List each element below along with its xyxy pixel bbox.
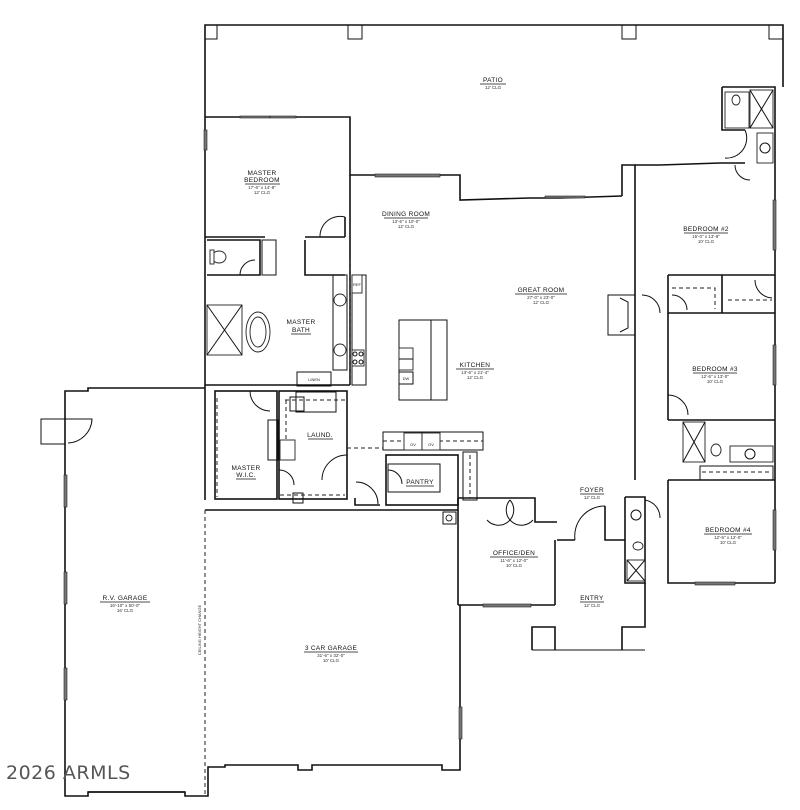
office-den-label: OFFICE/DEN [493, 550, 535, 557]
kitchen-size: 13'-6" x 21'-4" [461, 370, 489, 375]
master-bedroom-label-2: BEDROOM [244, 177, 280, 184]
rv-garage-ceiling: 16' CLG [117, 608, 134, 613]
bedroom-4-size: 12'-6" x 12'-0" [714, 535, 742, 540]
great-room-label: GREAT ROOM [518, 287, 565, 294]
entry-area: ENTRY 12' CLG [531, 583, 646, 651]
patio-area: PATIO 12' CLG [204, 24, 784, 117]
bedroom-4-area: BEDROOM #4 12'-6" x 12'-0" 10' CLG [667, 421, 777, 586]
pantry-label: PANTRY [406, 479, 434, 486]
bedroom-2-label: BEDROOM #2 [683, 226, 729, 233]
kitchen-area: REF DW KITCHEN 13'-6" x 21'-4" 12' CLG O… [351, 274, 494, 451]
rv-garage-area: R.V. GARAGE 16'-10" x 50'-0" 16' CLG CEI… [40, 387, 206, 797]
office-den-area: OFFICE/DEN 11'-6" x 12'-0" 10' CLG [457, 497, 557, 608]
master-bedroom-label-1: MASTER [248, 170, 277, 177]
dining-room-label: DINING ROOM [382, 211, 430, 218]
rv-garage-label: R.V. GARAGE [103, 595, 148, 602]
office-den-ceiling: 10' CLG [506, 563, 523, 568]
bedroom-3-label: BEDROOM #3 [692, 366, 738, 373]
foyer-ceiling: 12' CLG [584, 495, 601, 500]
oven-label-1: OV [410, 442, 416, 447]
patio-ceiling: 12' CLG [485, 85, 502, 90]
master-wic-label-1: MASTER [232, 465, 261, 472]
three-car-garage-area: 3 CAR GARAGE 31'-6" x 32'-0" 10' CLG [205, 509, 463, 797]
three-car-garage-label: 3 CAR GARAGE [305, 645, 358, 652]
patio-label: PATIO [483, 77, 503, 84]
three-car-garage-ceiling: 10' CLG [323, 658, 340, 663]
entry-label: ENTRY [580, 595, 604, 602]
master-bath-label-1: MASTER [287, 319, 316, 326]
linen-label: LINEN [308, 377, 320, 382]
office-den-size: 11'-6" x 12'-0" [500, 558, 528, 563]
bedroom-2-size: 15'-0" x 13'-8" [692, 234, 720, 239]
laundry-area: MASTER W.I.C. LAUND. PANTRY [214, 390, 478, 525]
master-bedroom-size: 17'-6" x 14'-8" [248, 185, 276, 190]
bedroom-4-ceiling: 10' CLG [720, 540, 737, 545]
bedroom-3-area: BEDROOM #3 12'-6" x 13'-0" 10' CLG [667, 313, 777, 421]
ceiling-height-change-label: CEILING HEIGHT CHANGE [197, 604, 202, 655]
great-room-ceiling: 12' CLG [533, 300, 550, 305]
powder-bath-area [624, 496, 661, 584]
kitchen-label: KITCHEN [460, 362, 491, 369]
bedroom-3-ceiling: 10' CLG [707, 379, 724, 384]
master-bedroom-ceiling: 12' CLG [254, 190, 271, 195]
great-room-area: GREAT ROOM 27'-0" x 23'-0" 12' CLG [515, 164, 636, 480]
master-bath-area: LINEN MASTER BATH [205, 239, 350, 387]
foyer-area: FOYER 12' CLG [557, 487, 625, 541]
closets-area [641, 274, 775, 314]
bedroom-2-area: BEDROOM #2 15'-0" x 13'-8" 10' CLG [635, 86, 777, 583]
oven-label-2: OV [428, 442, 434, 447]
kitchen-ceiling: 12' CLG [467, 375, 484, 380]
dining-room-ceiling: 12' CLG [398, 224, 415, 229]
laundry-label: LAUND. [307, 432, 333, 439]
master-bath-label-2: BATH [292, 327, 310, 334]
foyer-label: FOYER [580, 487, 604, 494]
bedroom-2-ceiling: 10' CLG [698, 239, 715, 244]
three-car-garage-size: 31'-6" x 32'-0" [317, 653, 345, 658]
dishwasher-label: DW [403, 376, 410, 381]
rv-garage-size: 16'-10" x 50'-0" [110, 603, 141, 608]
dining-room-size: 13'-6" x 10'-0" [392, 219, 420, 224]
master-wic-label-2: W.I.C. [236, 472, 256, 479]
refrigerator-label: REF [353, 282, 362, 287]
great-room-size: 27'-0" x 23'-0" [527, 295, 555, 300]
watermark: 2026 ARMLS [6, 762, 131, 784]
dining-room-area: DINING ROOM 13'-6" x 10'-0" 12' CLG [349, 173, 623, 385]
bedroom-4-label: BEDROOM #4 [705, 527, 751, 534]
bedroom-3-size: 12'-6" x 13'-0" [701, 374, 729, 379]
entry-ceiling: 12' CLG [584, 603, 601, 608]
master-bedroom-area: MASTER BEDROOM 17'-6" x 14'-8" 12' CLG [203, 115, 400, 500]
